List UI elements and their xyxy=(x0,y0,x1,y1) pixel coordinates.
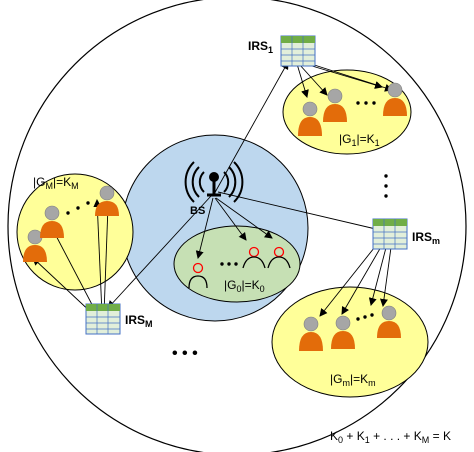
user-icon xyxy=(331,315,355,349)
irs-panel-icon xyxy=(280,35,316,67)
g1-size-label: |G1|=K1 xyxy=(339,132,380,148)
user-icon xyxy=(299,316,323,351)
ellipsis-dots xyxy=(66,101,388,321)
irsm-label: IRSm xyxy=(412,230,440,246)
irsM-user-links xyxy=(32,199,112,317)
gm-size-label: |Gm|=Km xyxy=(330,372,376,388)
bs-user-icon xyxy=(242,246,266,269)
g0-size-label: |G0|=K0 xyxy=(224,278,265,294)
users xyxy=(23,82,407,351)
irs-panel-icon xyxy=(85,303,121,335)
g0-users xyxy=(188,246,291,289)
user-icon xyxy=(383,82,407,116)
user-icon xyxy=(95,185,119,216)
bs-antenna-icon xyxy=(184,161,244,203)
irsM-label: IRSM xyxy=(125,313,153,329)
irsm-user-links xyxy=(319,237,393,317)
irs1-user-links xyxy=(296,61,393,98)
user-icon xyxy=(40,205,64,238)
bottom-ellipsis: • • • xyxy=(172,345,198,362)
irs1-label: IRS1 xyxy=(248,39,273,55)
irs-panel-icon xyxy=(372,218,408,250)
gM-size-label: |GM|=KM xyxy=(33,175,79,191)
bs-user-icon xyxy=(267,246,291,269)
user-icon xyxy=(298,101,322,136)
user-icon xyxy=(323,88,347,122)
bs-g0-links xyxy=(195,197,273,259)
user-icon xyxy=(23,229,47,262)
bs-label: BS xyxy=(190,205,205,217)
bs-user-icon xyxy=(188,262,208,289)
user-sum-equation: K0 + K1 + . . . + KM = K xyxy=(330,429,451,445)
user-icon xyxy=(377,305,401,338)
